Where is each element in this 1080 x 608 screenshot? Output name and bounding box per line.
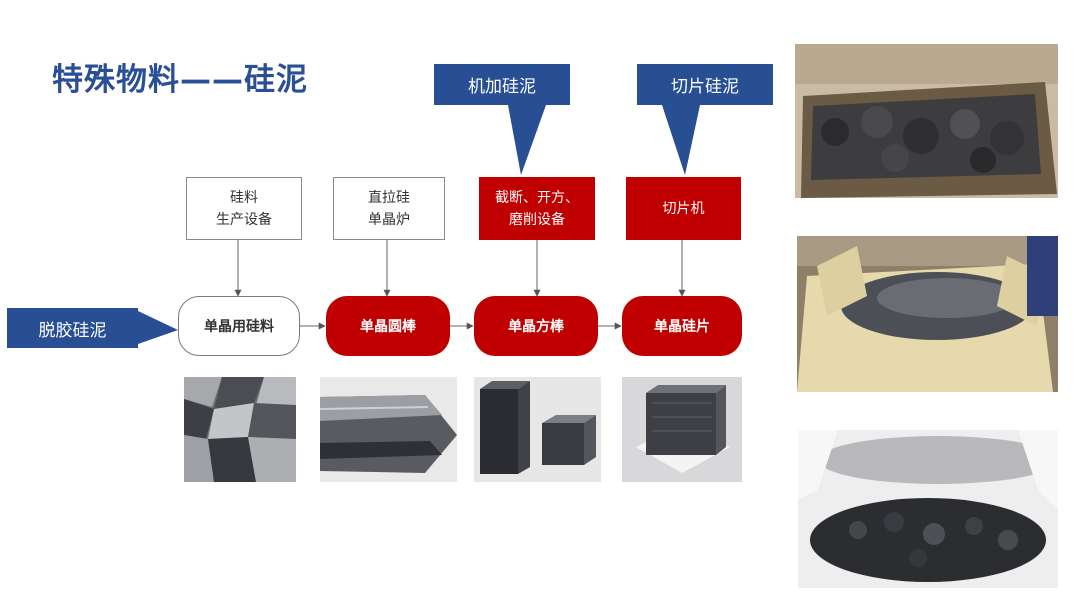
callout-slicing-sludge: 切片硅泥 (637, 64, 773, 105)
photo-sludge-bag (797, 236, 1058, 392)
callout-machining-sludge: 机加硅泥 (434, 64, 570, 105)
photo-sludge-pit (795, 44, 1058, 198)
photo-mono-wafer (622, 377, 742, 482)
callout-pointer-machining (508, 105, 546, 175)
equipment-slicer: 切片机 (626, 177, 741, 240)
process-mono-square: 单晶方棒 (474, 296, 598, 356)
equipment-cutting-label: 截断、开方、 磨削设备 (495, 189, 579, 228)
equipment-slicer-label: 切片机 (662, 200, 705, 217)
page-title: 特殊物料——硅泥 (52, 62, 308, 98)
equipment-czochralski-furnace: 直拉硅 单晶炉 (333, 177, 445, 240)
photo-sludge-bags-closeup (798, 430, 1058, 588)
photo-mono-square (474, 377, 601, 482)
callout-pointer-degumming (138, 311, 178, 344)
photo-mono-rod (320, 377, 457, 482)
equipment-silicon-production-label: 硅料 生产设备 (216, 189, 272, 228)
equipment-silicon-production: 硅料 生产设备 (186, 177, 302, 240)
photo-silicon-chunks (184, 377, 296, 482)
equipment-czochralski-label: 直拉硅 单晶炉 (368, 189, 410, 228)
process-mono-feedstock: 单晶用硅料 (178, 296, 300, 356)
process-mono-rod: 单晶圆棒 (326, 296, 450, 356)
callout-pointer-slicing (662, 105, 700, 175)
process-mono-wafer: 单晶硅片 (622, 296, 742, 356)
equipment-cutting: 截断、开方、 磨削设备 (479, 177, 595, 240)
callout-degumming-sludge: 脱胶硅泥 (7, 308, 138, 348)
